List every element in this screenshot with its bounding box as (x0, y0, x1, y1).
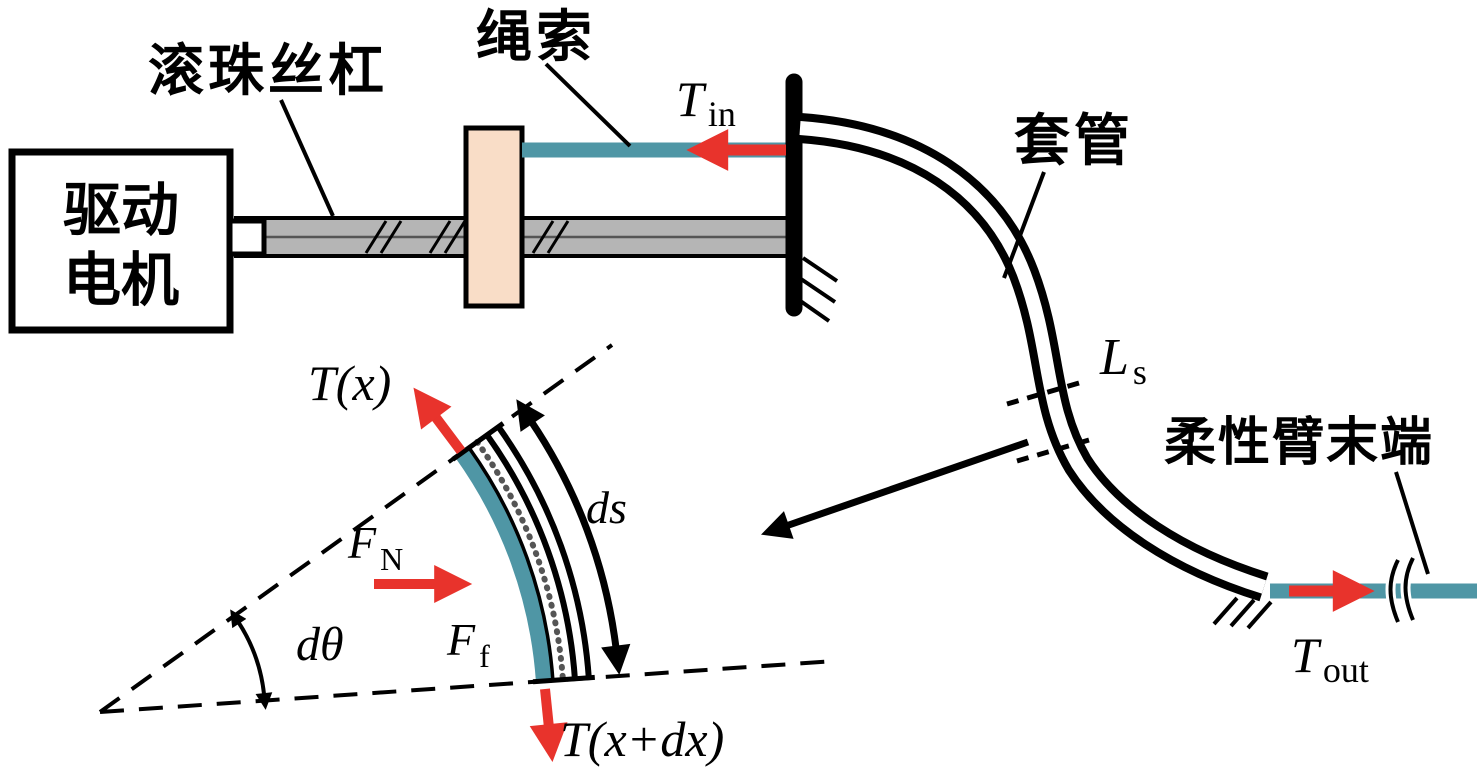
cable-element-detail: dθ ds T(x) T(x+dx) F N F f (98, 343, 836, 767)
fbd-arc-length-arrow (516, 399, 631, 675)
fbd-tension-xdx-label: T(x+dx) (560, 711, 724, 767)
tension-in-symbol: T (676, 71, 707, 127)
sheath-assembly (761, 113, 1477, 630)
fbd-angle-label: dθ (296, 618, 344, 671)
fbd-normal-force-label: F N (347, 517, 403, 577)
tension-out-symbol: T (1291, 627, 1322, 683)
fbd-arc-length-label: ds (586, 482, 627, 533)
arm-tip-label: 柔性臂末端 (1164, 414, 1434, 472)
motor-coupler (227, 218, 267, 257)
cable-break-marks (1385, 555, 1418, 624)
tension-out-subscript: out (1323, 650, 1369, 690)
fbd-friction-label: F f (446, 614, 490, 674)
tension-in-label: T in (676, 71, 736, 134)
cable-sheath-outer (798, 113, 1269, 602)
rope-leader-line (544, 62, 632, 148)
cable-sheath-bore (799, 121, 1267, 594)
sheath-length-subscript: s (1133, 352, 1147, 392)
ball-screw-hatch-marks (364, 220, 570, 254)
fbd-friction-subscript: f (479, 638, 490, 674)
arm-tip-leader-line (1394, 471, 1430, 575)
drive-motor-label-line1: 驱动 (63, 178, 179, 243)
fbd-tension-x-label: T(x) (308, 355, 391, 411)
slider-block (463, 125, 525, 309)
sheath-label: 套管 (1014, 109, 1134, 172)
sheath-length-label: L s (1099, 329, 1147, 392)
tension-in-subscript: in (708, 94, 736, 134)
ball-screw-label: 滚珠丝杠 (148, 39, 388, 102)
ball-screw-leader-line (279, 99, 335, 217)
detail-pointer-arrow (761, 438, 1030, 539)
rope-label: 绳索 (476, 5, 596, 68)
sheath-leader-line (1002, 171, 1046, 279)
fbd-tension-x-arrow (413, 387, 465, 454)
drive-motor-label-line2: 电机 (63, 248, 179, 313)
fbd-angle-arc (230, 609, 273, 710)
fbd-normal-force-symbol: F (347, 517, 377, 568)
fbd-end-cap-top (451, 421, 505, 462)
drive-motor-box (8, 148, 234, 334)
fbd-normal-force-subscript: N (380, 541, 403, 577)
fbd-end-cap-bottom (532, 674, 595, 685)
fbd-dashed-radius-lower (99, 659, 836, 714)
fbd-friction-symbol: F (446, 614, 476, 665)
callouts: 滚珠丝杠 绳索 T in 套管 L s 柔性臂末端 T out (148, 5, 1434, 690)
drive-assembly: 驱动 电机 (8, 73, 839, 334)
sheath-end-hatching (1212, 596, 1273, 630)
fbd-tension-xdx-arrow (529, 688, 568, 763)
wall-hatching (797, 256, 839, 323)
tension-out-label: T out (1291, 627, 1369, 690)
sheath-length-symbol: L (1099, 329, 1129, 386)
